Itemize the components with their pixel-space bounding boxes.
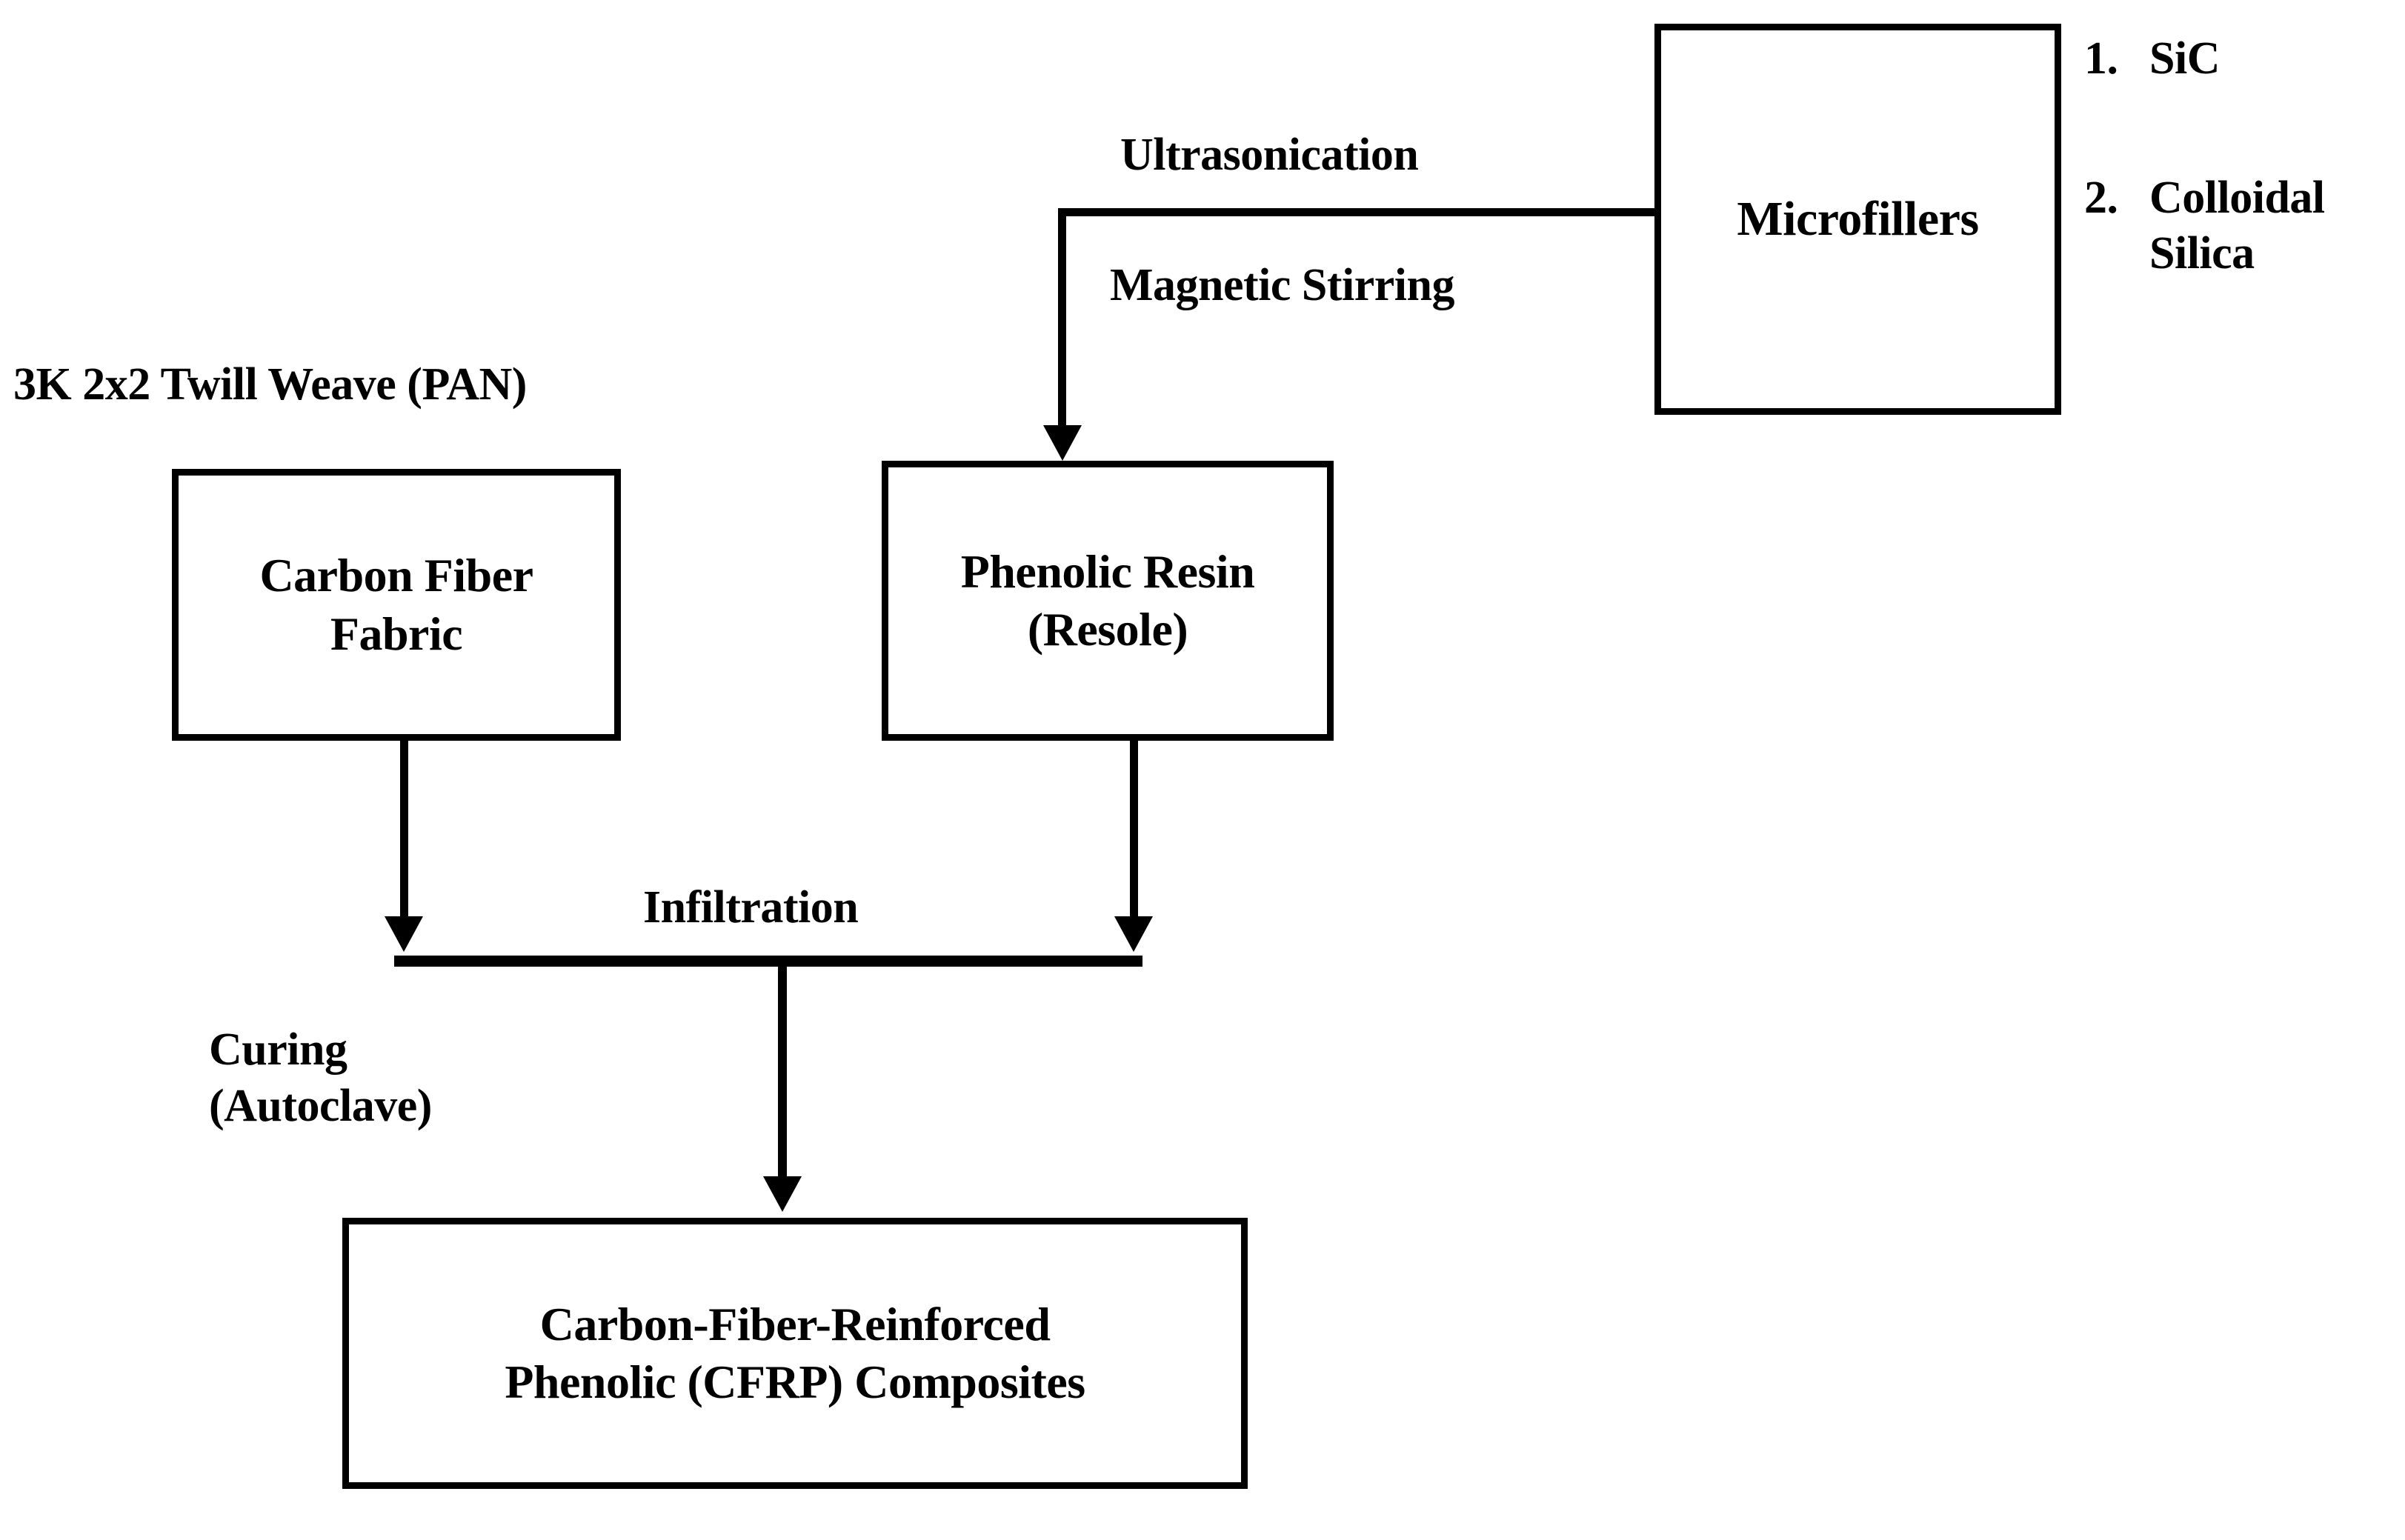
microfiller-list-item-number: 2. xyxy=(2084,172,2118,223)
edge-label-infiltration: Infiltration xyxy=(643,882,859,933)
node-carbon-fiber-fabric: Carbon Fiber Fabric xyxy=(172,469,621,741)
node-cfrp-composites-line2: Phenolic (CFRP) Composites xyxy=(505,1356,1085,1408)
edge-label-curing-line1: Curing xyxy=(209,1024,347,1075)
node-phenolic-resin-line2: (Resole) xyxy=(1027,603,1188,656)
connector-phenolic-vertical xyxy=(1130,741,1138,919)
connector-microfillers-horizontal xyxy=(1058,208,1658,216)
edge-label-ultrasonication: Ultrasonication xyxy=(1120,130,1419,180)
node-carbon-fiber-fabric-label: Carbon Fiber Fabric xyxy=(253,547,539,662)
microfiller-list: 1. SiC 2. Colloidal Silica xyxy=(2084,31,2395,282)
node-cfrp-composites: Carbon-Fiber-Reinforced Phenolic (CFRP) … xyxy=(342,1218,1248,1489)
connector-junction-stem-vertical xyxy=(778,963,787,1178)
connector-fabric-vertical xyxy=(400,741,408,919)
microfiller-list-item: 2. Colloidal Silica xyxy=(2084,170,2395,282)
edge-label-curing-line2: (Autoclave) xyxy=(209,1080,432,1131)
node-phenolic-resin-label: Phenolic Resin (Resole) xyxy=(955,543,1261,659)
node-carbon-fiber-fabric-line1: Carbon Fiber xyxy=(259,549,533,602)
connector-infiltration-junction-bar xyxy=(394,956,1142,967)
edge-label-curing: Curing (Autoclave) xyxy=(209,1022,535,1134)
node-cfrp-composites-line1: Carbon-Fiber-Reinforced xyxy=(539,1297,1051,1350)
edge-label-magnetic-stirring: Magnetic Stirring xyxy=(1110,260,1455,310)
microfiller-list-item-name: SiC xyxy=(2149,33,2220,84)
arrowhead-into-cfrp-composites xyxy=(763,1176,802,1212)
node-phenolic-resin-line1: Phenolic Resin xyxy=(960,544,1255,598)
microfiller-list-item: 1. SiC xyxy=(2084,31,2395,87)
arrowhead-phenolic-into-junction xyxy=(1114,916,1153,952)
arrowhead-fabric-into-junction xyxy=(385,916,423,952)
node-phenolic-resin: Phenolic Resin (Resole) xyxy=(882,461,1334,741)
node-microfillers-label: Microfillers xyxy=(1737,191,1979,246)
microfiller-list-item-name: Colloidal Silica xyxy=(2149,172,2325,279)
node-cfrp-composites-label: Carbon-Fiber-Reinforced Phenolic (CFRP) … xyxy=(499,1296,1091,1411)
connector-microfillers-vertical xyxy=(1058,208,1066,427)
node-carbon-fiber-fabric-line2: Fabric xyxy=(330,607,463,660)
label-weave-spec: 3K 2x2 Twill Weave (PAN) xyxy=(13,359,527,410)
arrowhead-into-phenolic-resin xyxy=(1043,425,1082,461)
node-microfillers: Microfillers xyxy=(1654,24,2061,415)
microfiller-list-item-number: 1. xyxy=(2084,33,2118,84)
